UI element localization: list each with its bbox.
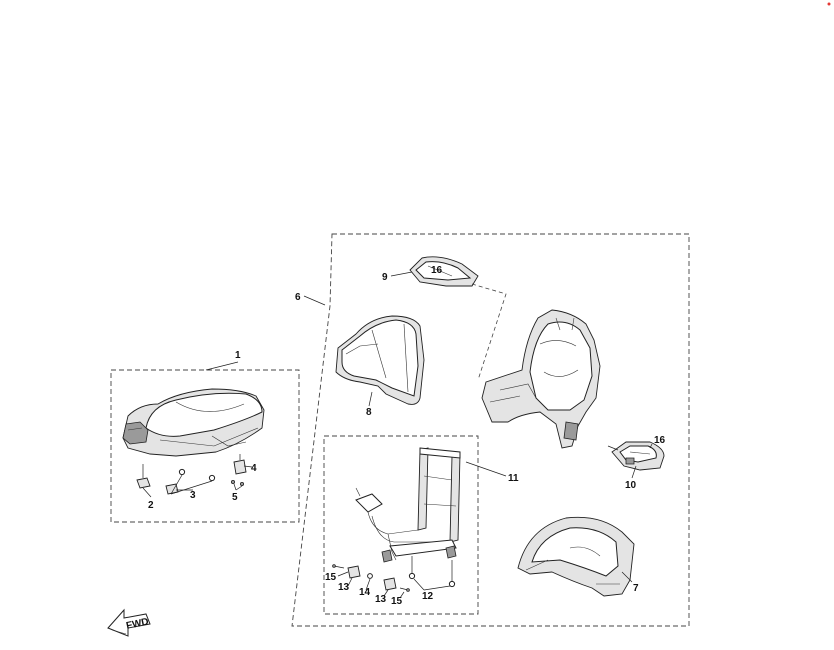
callout-16-right: 16 — [654, 435, 666, 446]
callout-16-top: 16 — [431, 265, 443, 276]
frame-bolts-15 — [332, 564, 410, 592]
seat-shell — [481, 309, 601, 449]
callout-15-left: 15 — [325, 572, 337, 583]
callout-2: 2 — [148, 500, 154, 511]
seat-cushion — [122, 388, 265, 457]
backrest-assembly-box — [291, 233, 690, 627]
frame-nuts-12 — [408, 572, 456, 588]
callout-10: 10 — [625, 480, 637, 491]
callout-11: 11 — [508, 473, 519, 484]
armrest-pad-right — [611, 441, 665, 471]
seat-latch-2 — [136, 464, 151, 489]
frame-spacer-14 — [367, 573, 373, 579]
callout-13-left: 13 — [338, 582, 350, 593]
corner-marker — [827, 2, 831, 6]
armrest-to-shell-link — [471, 283, 507, 381]
forward-direction-arrow: FWD — [107, 608, 151, 637]
seat-screw-5 — [230, 479, 244, 486]
seat-nut-3a — [178, 468, 216, 482]
callout-7: 7 — [633, 583, 639, 594]
callout-12: 12 — [422, 591, 434, 602]
callout-13-right: 13 — [375, 594, 387, 605]
callout-5: 5 — [232, 492, 238, 503]
seat-assembly-box — [110, 369, 300, 523]
callout-14: 14 — [359, 587, 371, 598]
seat-frame — [355, 447, 461, 563]
armrest-pad-left — [409, 256, 479, 287]
backrest-pad — [335, 315, 425, 405]
seat-frame-box — [323, 435, 479, 615]
seat-clip-4 — [233, 454, 247, 475]
callout-3: 3 — [190, 490, 196, 501]
callout-1: 1 — [235, 350, 241, 361]
callout-9: 9 — [382, 272, 388, 283]
callout-4: 4 — [251, 463, 257, 474]
callout-6: 6 — [295, 292, 301, 303]
callout-15-right: 15 — [391, 596, 403, 607]
forward-label: FWD — [125, 616, 150, 631]
seat-base-cover — [517, 516, 635, 597]
frame-bushings-13 — [347, 565, 397, 591]
callout-8: 8 — [366, 407, 372, 418]
